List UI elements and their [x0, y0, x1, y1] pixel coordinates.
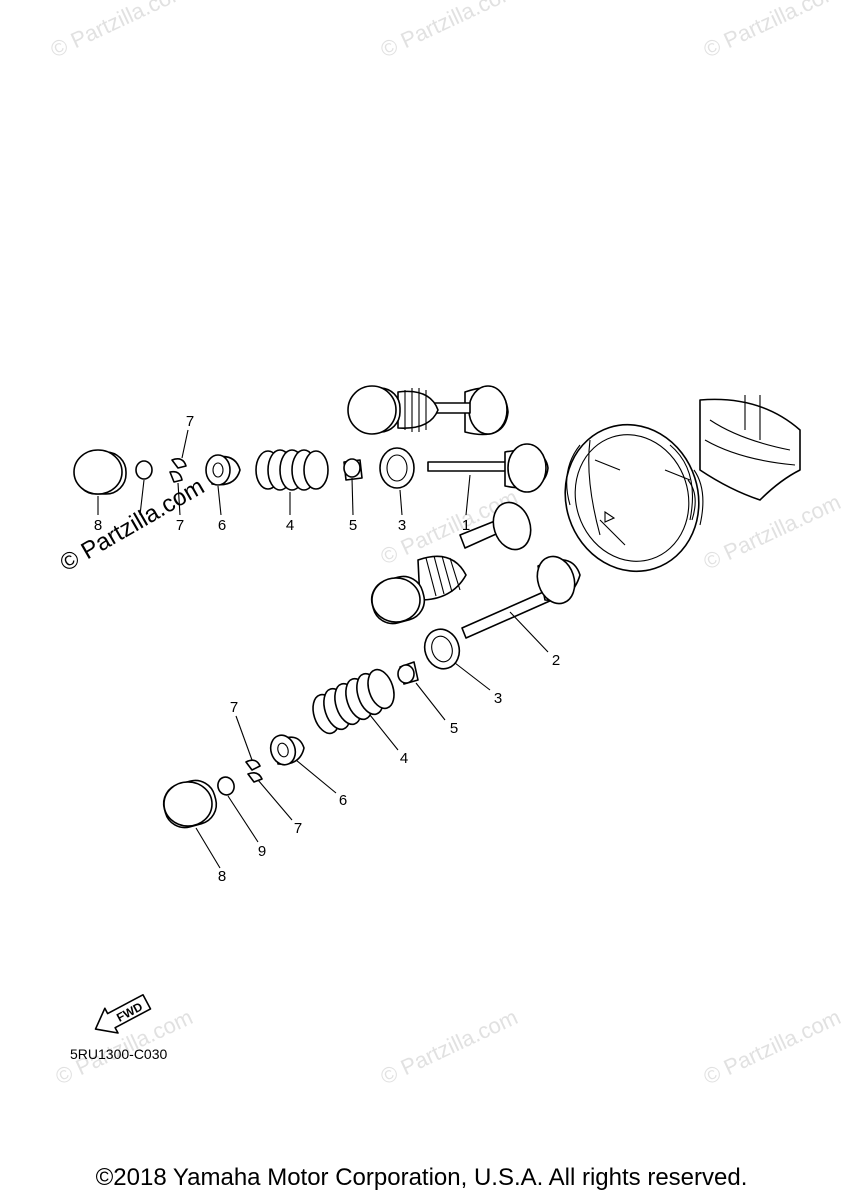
callout-5-lower: 5	[450, 720, 458, 737]
valve-spring-4-top	[255, 449, 329, 491]
valve-cotter-7-top-b	[169, 470, 183, 483]
valve-seal-3-lower	[423, 628, 461, 670]
callout-8-top: 8	[94, 517, 102, 534]
valve-cotter-7-lower-a	[245, 759, 261, 771]
valve-1-stem	[427, 461, 509, 472]
assembled-valve-top	[347, 385, 509, 436]
valve-seal-3-top	[379, 447, 415, 489]
callout-6-lower: 6	[339, 792, 347, 809]
callout-3-lower: 3	[494, 690, 502, 707]
watermark-main: © Partzilla.com	[56, 473, 210, 577]
callout-7-lower-right: 7	[294, 820, 302, 837]
valve-cotter-7-top-a	[171, 458, 187, 469]
watermark-3: © Partzilla.com	[700, 0, 843, 63]
watermark-1: © Partzilla.com	[47, 0, 192, 63]
watermark-7: © Partzilla.com	[377, 1004, 522, 1089]
callout-8-lower: 8	[218, 868, 226, 885]
adjusting-pad-9-top	[135, 460, 153, 480]
watermark-8: © Partzilla.com	[700, 1004, 843, 1089]
callout-1: 1	[462, 517, 470, 534]
valve-cotter-7-lower-b	[247, 772, 263, 783]
callout-3-top: 3	[398, 517, 406, 534]
assembled-valve-middle	[370, 501, 532, 625]
piston-illustration	[564, 395, 801, 573]
adjusting-pad-9-lower	[217, 776, 235, 796]
callout-4-top: 4	[286, 517, 294, 534]
callout-7-top-lower: 7	[176, 517, 184, 534]
top-row-parts	[73, 443, 549, 495]
callout-6-top: 6	[218, 517, 226, 534]
callout-2: 2	[552, 652, 560, 669]
watermark-2: © Partzilla.com	[377, 0, 522, 63]
callout-9-lower: 9	[258, 843, 266, 860]
leader-lines	[97, 429, 549, 869]
watermarks: © Partzilla.com © Partzilla.com © Partzi…	[47, 0, 843, 1090]
callout-4-lower: 4	[400, 750, 408, 767]
callout-7-lower-upper: 7	[230, 699, 238, 716]
callout-5-top: 5	[349, 517, 357, 534]
valve-2-stem	[461, 589, 553, 639]
watermark-5: © Partzilla.com	[700, 489, 843, 574]
callout-7-top-upper: 7	[186, 413, 194, 430]
copyright-notice: ©2018 Yamaha Motor Corporation, U.S.A. A…	[95, 1164, 748, 1191]
valve-spring-4-lower	[312, 668, 395, 735]
callouts: 1 3 5 4 6 7 7 8 2 3 5 4 6 7 7 9 8	[94, 413, 560, 885]
diagram-code: 5RU1300-C030	[70, 1046, 168, 1062]
lower-row-parts	[162, 555, 581, 829]
